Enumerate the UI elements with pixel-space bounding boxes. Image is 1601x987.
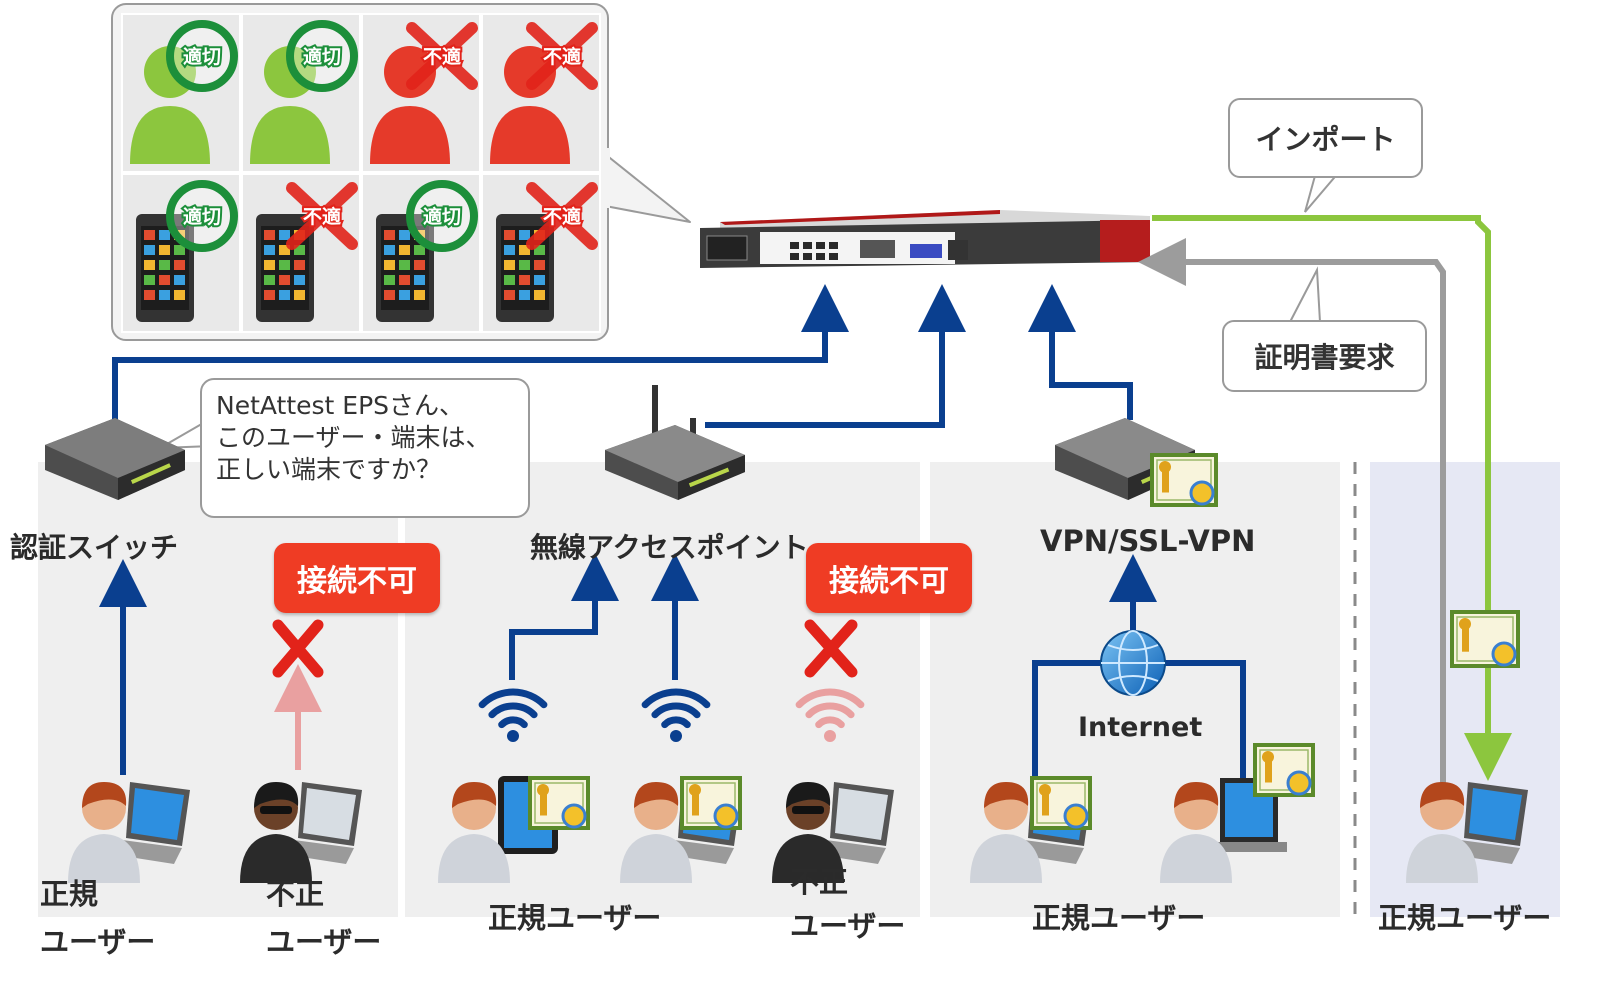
wired-denied-badge: 接続不可 [274,543,440,613]
cert-request-line [1138,238,1446,810]
cert-legit-user-label: 正規ユーザー [1378,901,1552,935]
wireless-ap-label: 無線アクセスポイント [530,531,809,564]
wireless-ap-device [605,385,745,500]
rejected-cross-icon [526,182,598,250]
certificate-icon [1253,743,1315,797]
internet-globe-icon [1100,630,1166,696]
panel-cell-phone-ng: 不適 [481,173,601,333]
person-silhouette-icon [490,46,570,164]
panel-cell-person-ok: 適切 [121,13,241,173]
rejected-cross-icon [406,22,478,90]
panel-stamp-label: 適切 [423,205,461,228]
certificate-icon [680,776,742,830]
certificate-icon [1150,453,1218,507]
wired-rogue-user-icon [240,782,362,883]
person-silhouette-icon [370,46,450,164]
uplink-vpn [1028,284,1133,420]
panel-stamp-label: 適切 [303,45,341,68]
panel-cell-phone-ok: 適切 [121,173,241,333]
cert-request-callout: 証明書要求 [1222,320,1427,392]
wireless-legit-link-1 [509,553,619,680]
panel-pointer [599,149,691,223]
vpn-legit-desktop-user-icon [1160,778,1287,883]
panel-cell-person-ng: 不適 [361,13,481,173]
uplink-auth-switch [112,284,849,420]
certificate-icon [1450,610,1520,668]
cert-legit-user-icon [1406,782,1528,883]
panel-stamp-label: 不適 [423,45,461,68]
panel-cell-phone-ok: 適切 [361,173,481,333]
wifi-icon [478,688,548,742]
wireless-denied-x-icon [804,619,858,678]
netattest-eps-appliance [700,210,1150,268]
wired-rogue-user-label: 不正 ユーザー [266,877,382,959]
vpn-label: VPN/SSL-VPN [1040,524,1256,558]
cert-callout-pointer [1288,266,1322,323]
rejected-cross-icon [286,182,358,250]
wired-legit-user-icon [68,782,190,883]
panel-stamp-label: 適切 [183,205,221,228]
certificate-icon [528,776,590,830]
panel-stamp-label: 不適 [303,205,341,228]
auth-switch-device [45,418,185,500]
panel-cell-person-ok: 適切 [241,13,361,173]
import-callout: インポート [1228,98,1423,178]
certificates-layer [528,453,1520,830]
panel-stamp-label: 適切 [183,45,221,68]
vpn-legit-user-label: 正規ユーザー [1032,901,1206,935]
certificate-icon [1030,776,1092,830]
import-line [1152,215,1512,781]
wired-denied-x-icon [272,619,324,678]
question-bubble: NetAttest EPSさん、 このユーザー・端末は、 正しい端末ですか？ [200,378,530,518]
rejected-cross-icon [526,22,598,90]
wired-legit-user-label: 正規 ユーザー [40,877,156,959]
approved-circle-icon [166,180,238,252]
panel-stamp-label: 不適 [543,45,581,68]
connection-lines [99,215,1512,810]
wireless-rogue-user-icon [772,782,894,883]
wifi-signals [478,688,865,742]
terminal-status-panel: 適切適切不適不適適切不適適切不適 [111,3,691,341]
internet-label: Internet [1078,712,1203,743]
wireless-denied-badge: 接続不可 [806,543,972,613]
auth-switch-label: 認証スイッチ [10,531,179,564]
wifi-icon [641,688,711,742]
denied-x-marks [272,619,858,678]
uplink-wireless-ap [705,284,966,428]
approved-circle-icon [406,180,478,252]
panel-stamp-label: 不適 [543,205,581,228]
approved-circle-icon [166,20,238,92]
wireless-rogue-user-label: 不正 ユーザー [790,865,906,943]
wireless-legit-user-label: 正規ユーザー [488,901,662,935]
panel-cell-phone-ng: 不適 [241,173,361,333]
panel-cell-person-ng: 不適 [481,13,601,173]
approved-circle-icon [286,20,358,92]
wifi-icon [795,688,865,742]
